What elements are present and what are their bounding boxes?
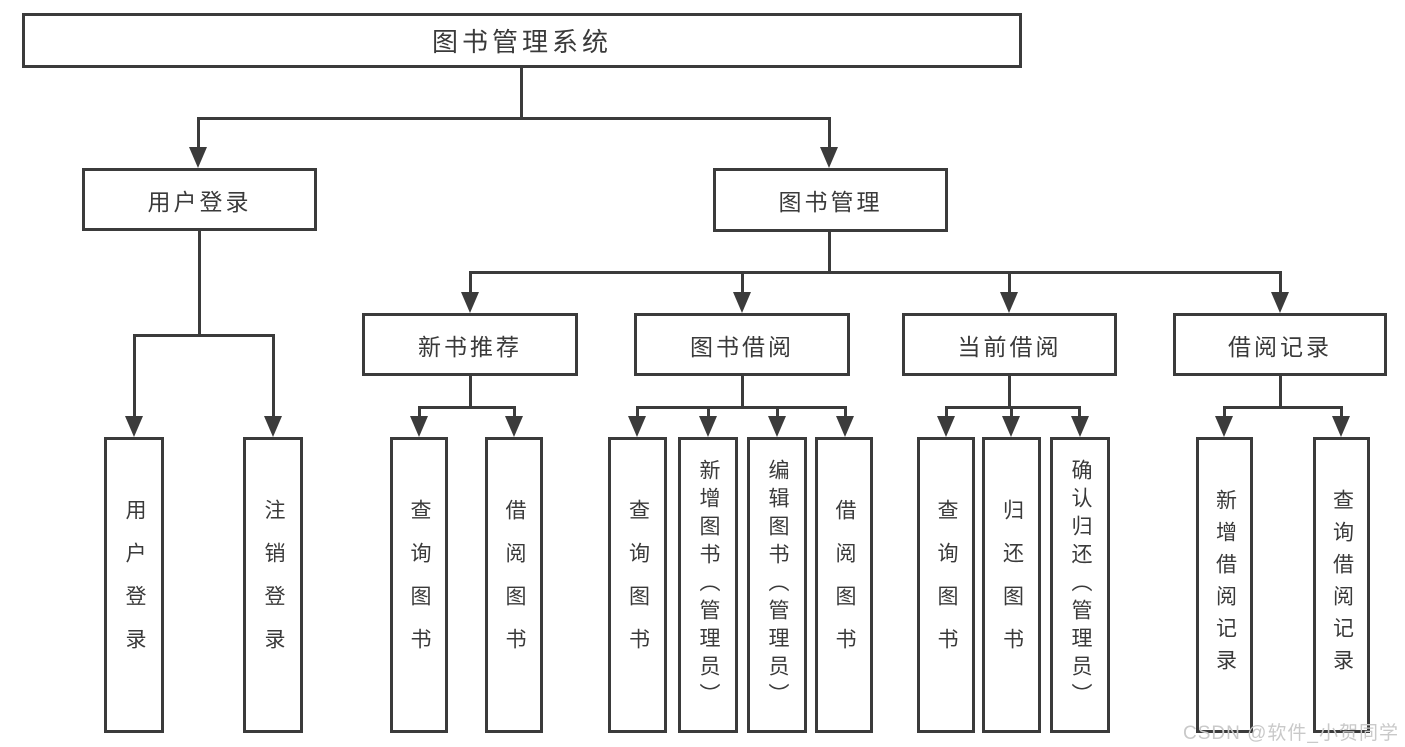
node-user-login-label: 用户登录 — [147, 188, 252, 215]
connector-current-borrow-stem — [1008, 376, 1011, 409]
node-root-label: 图书管理系统 — [431, 27, 612, 57]
connector-root-branch — [197, 117, 831, 120]
connector-to-new-book-recommend — [469, 271, 472, 294]
arrowhead-leaf-rec-borrow — [505, 416, 523, 437]
arrowhead-current-borrow — [1000, 292, 1018, 313]
leaf-borrow-query-books-label: 查询图书 — [626, 499, 650, 671]
leaf-add-borrow-record: 新增借阅记录 — [1196, 437, 1253, 733]
arrowhead-leaf-rec-query — [410, 416, 428, 437]
connector-to-leaf-bb-add — [707, 406, 710, 418]
arrowhead-leaf-bb-borrow — [836, 416, 854, 437]
connector-to-leaf-cb-query — [945, 406, 948, 418]
leaf-borrow-books-label: 借阅图书 — [833, 499, 856, 671]
node-root: 图书管理系统 — [22, 13, 1022, 68]
arrowhead-leaf-br-add — [1215, 416, 1233, 437]
connector-to-leaf-cb-return — [1010, 406, 1013, 418]
connector-root-stem — [520, 68, 523, 118]
arrowhead-leaf-bb-query — [628, 416, 646, 437]
arrowhead-book-borrow — [733, 292, 751, 313]
arrowhead-book-management — [820, 147, 838, 168]
connector-to-leaf-bb-query — [636, 406, 639, 418]
connector-current-borrow-branch — [945, 406, 1081, 409]
connector-to-user-login — [197, 117, 200, 148]
node-new-book-recommend-label: 新书推荐 — [418, 333, 522, 360]
connector-user-login-branch — [133, 334, 275, 337]
connector-to-leaf-cb-confirm — [1078, 406, 1081, 418]
leaf-current-query-books: 查询图书 — [917, 437, 975, 733]
node-borrow-records: 借阅记录 — [1173, 313, 1387, 376]
connector-book-borrow-branch — [636, 406, 847, 409]
connector-book-management-stem — [828, 232, 831, 274]
leaf-recommend-query-books: 查询图书 — [390, 437, 448, 733]
node-borrow-records-label: 借阅记录 — [1228, 333, 1332, 360]
node-book-borrow: 图书借阅 — [634, 313, 850, 376]
leaf-recommend-borrow-books-label: 借阅图书 — [503, 499, 526, 671]
node-book-borrow-label: 图书借阅 — [690, 333, 794, 360]
leaf-user-login: 用户登录 — [104, 437, 164, 733]
connector-user-login-stem — [198, 231, 201, 337]
arrowhead-user-login — [189, 147, 207, 168]
leaf-recommend-query-books-label: 查询图书 — [408, 499, 431, 671]
leaf-add-borrow-record-label: 新增借阅记录 — [1213, 489, 1237, 681]
leaf-user-login-label: 用户登录 — [123, 499, 146, 671]
leaf-borrow-books: 借阅图书 — [815, 437, 873, 733]
leaf-query-borrow-record: 查询借阅记录 — [1313, 437, 1370, 733]
connector-to-leaf-bb-borrow — [844, 406, 847, 418]
connector-book-management-branch — [469, 271, 1281, 274]
node-new-book-recommend: 新书推荐 — [362, 313, 578, 376]
connector-recommend-stem — [469, 376, 472, 409]
connector-to-leaf-user-login — [133, 334, 136, 417]
leaf-current-query-books-label: 查询图书 — [935, 499, 958, 671]
node-current-borrow: 当前借阅 — [902, 313, 1117, 376]
arrowhead-leaf-cb-return — [1002, 416, 1020, 437]
leaf-return-books: 归还图书 — [982, 437, 1041, 733]
csdn-watermark: CSDN @软件_小贺同学 — [1183, 723, 1399, 744]
connector-to-book-borrow — [741, 271, 744, 294]
leaf-confirm-return-admin-label: 确认归还（管理员） — [1069, 459, 1092, 711]
arrowhead-leaf-user-login — [125, 416, 143, 437]
connector-book-borrow-stem — [741, 376, 744, 409]
connector-borrow-records-branch — [1223, 406, 1342, 409]
connector-borrow-records-stem — [1279, 376, 1282, 409]
leaf-return-books-label: 归还图书 — [1000, 499, 1024, 671]
leaf-recommend-borrow-books: 借阅图书 — [485, 437, 543, 733]
leaf-borrow-query-books: 查询图书 — [608, 437, 667, 733]
leaf-add-book-admin: 新增图书（管理员） — [678, 437, 738, 733]
connector-to-book-management — [828, 117, 831, 148]
leaf-confirm-return-admin: 确认归还（管理员） — [1050, 437, 1110, 733]
node-current-borrow-label: 当前借阅 — [957, 333, 1062, 360]
leaf-query-borrow-record-label: 查询借阅记录 — [1330, 489, 1354, 681]
arrowhead-borrow-records — [1271, 292, 1289, 313]
connector-recommend-branch — [418, 406, 515, 409]
arrowhead-leaf-cb-query — [937, 416, 955, 437]
node-book-management: 图书管理 — [713, 168, 948, 232]
leaf-edit-book-admin-label: 编辑图书（管理员） — [766, 459, 789, 711]
connector-to-leaf-logout — [272, 334, 275, 417]
node-book-management-label: 图书管理 — [778, 189, 883, 215]
arrowhead-new-book-recommend — [461, 292, 479, 313]
leaf-add-book-admin-label: 新增图书（管理员） — [697, 459, 720, 711]
connector-to-leaf-bb-edit — [776, 406, 779, 418]
leaf-logout: 注销登录 — [243, 437, 303, 733]
arrowhead-leaf-bb-add — [699, 416, 717, 437]
connector-to-leaf-br-add — [1223, 406, 1226, 418]
connector-to-borrow-records — [1279, 271, 1282, 294]
connector-to-leaf-rec-query — [418, 406, 421, 418]
leaf-logout-label: 注销登录 — [262, 499, 285, 671]
arrowhead-leaf-cb-confirm — [1071, 416, 1089, 437]
arrowhead-leaf-br-query — [1332, 416, 1350, 437]
arrowhead-leaf-logout — [264, 416, 282, 437]
node-user-login: 用户登录 — [82, 168, 317, 231]
connector-to-leaf-br-query — [1340, 406, 1343, 418]
arrowhead-leaf-bb-edit — [768, 416, 786, 437]
connector-to-leaf-rec-borrow — [513, 406, 516, 418]
leaf-edit-book-admin: 编辑图书（管理员） — [747, 437, 807, 733]
connector-to-current-borrow — [1008, 271, 1011, 294]
